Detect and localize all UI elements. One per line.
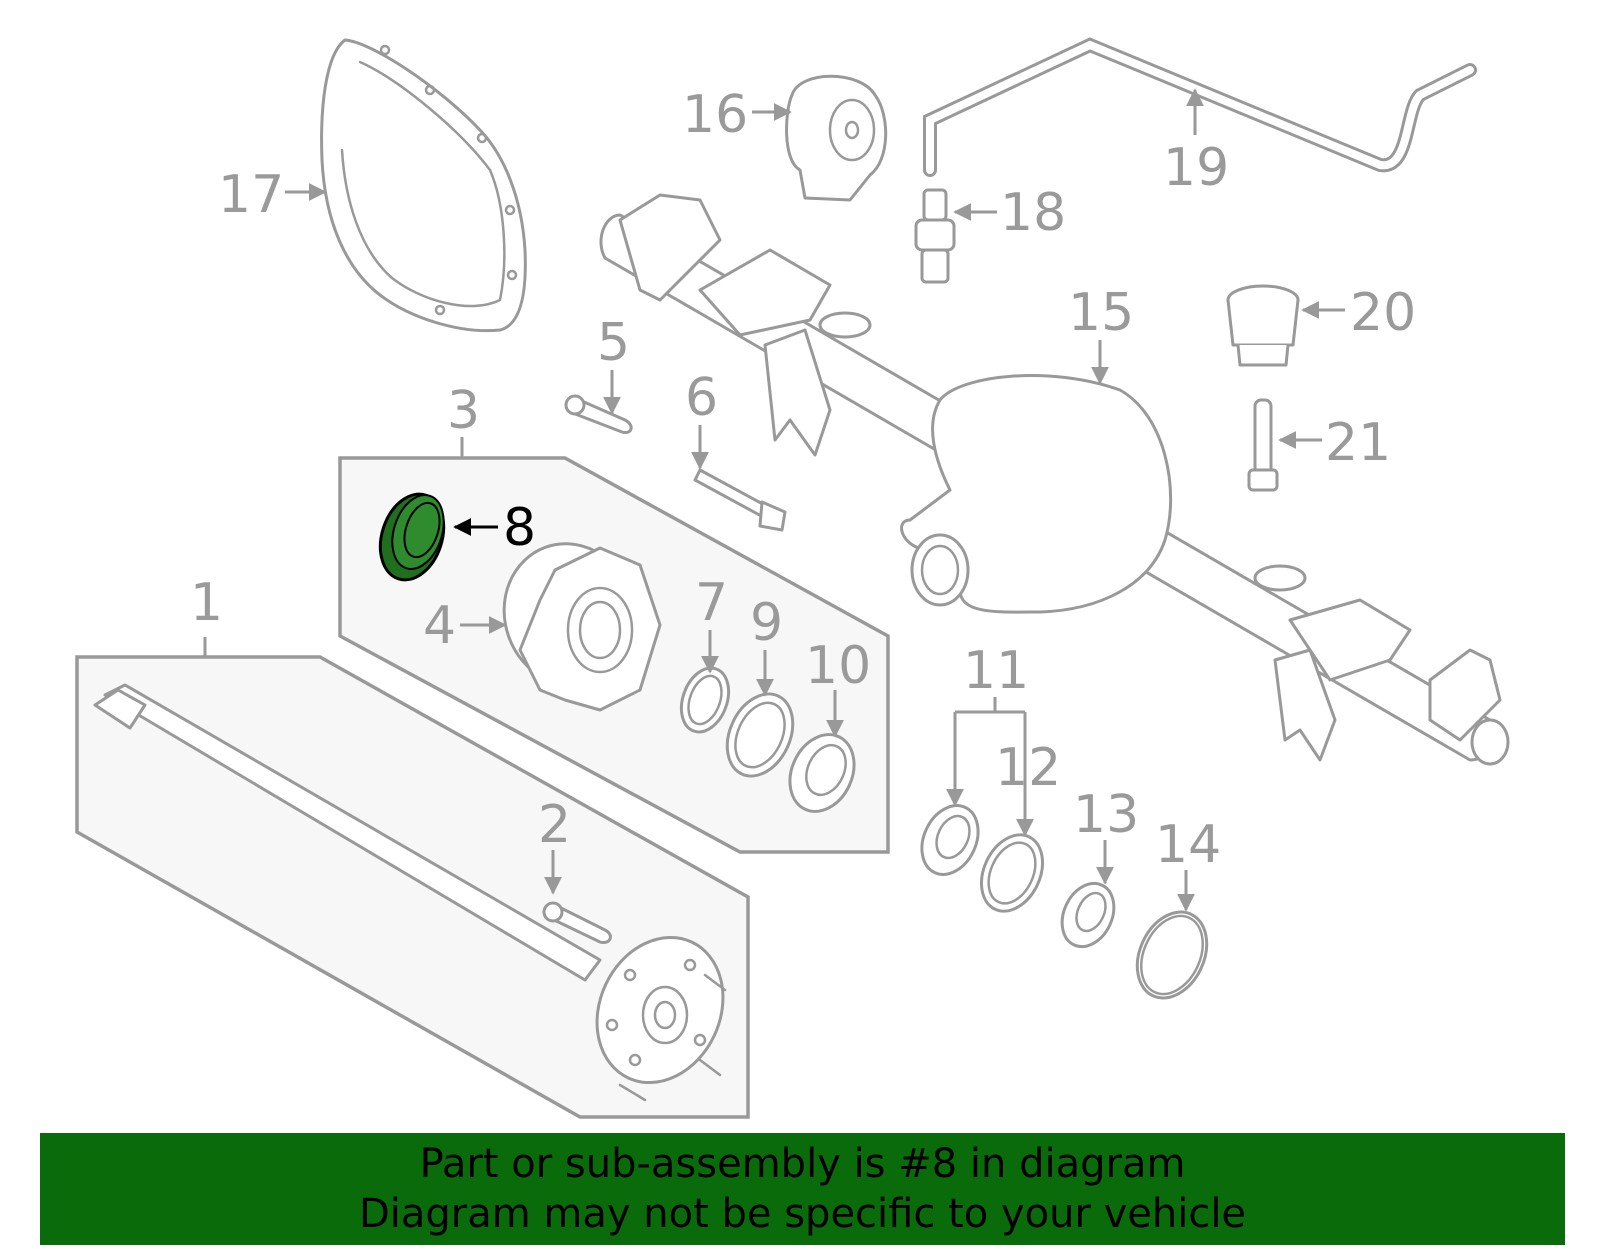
callout-11: 11 xyxy=(963,641,1029,701)
callout-20: 20 xyxy=(1350,283,1416,343)
callout-16: 16 xyxy=(682,85,748,145)
ring-part-12 xyxy=(980,833,1044,913)
seal-part-8-highlighted[interactable] xyxy=(370,486,454,588)
callout-4: 4 xyxy=(423,596,456,656)
callout-13: 13 xyxy=(1073,785,1139,845)
banner-line-2: Diagram may not be specific to your vehi… xyxy=(358,1191,1247,1237)
stud-part-2 xyxy=(542,901,612,945)
banner-line-1: Part or sub-assembly is #8 in diagram xyxy=(419,1141,1186,1187)
ring-part-9 xyxy=(725,692,795,778)
o-ring-part-14 xyxy=(1135,910,1209,1000)
vent-fitting-part-18 xyxy=(914,188,956,284)
leader-11 xyxy=(955,697,1025,714)
bolt-part-21 xyxy=(1247,398,1279,492)
callout-2: 2 xyxy=(538,795,571,855)
callout-14: 14 xyxy=(1155,815,1221,875)
callout-17: 17 xyxy=(218,165,284,225)
seal-part-11 xyxy=(920,804,980,876)
callout-7: 7 xyxy=(695,573,728,633)
plug-part-20 xyxy=(1226,284,1300,367)
callout-3: 3 xyxy=(447,381,480,441)
callout-10: 10 xyxy=(805,636,871,696)
callout-6: 6 xyxy=(685,368,718,428)
info-banner: Part or sub-assembly is #8 in diagram Di… xyxy=(40,1133,1565,1245)
callout-5: 5 xyxy=(597,313,630,373)
callout-15: 15 xyxy=(1068,283,1134,343)
pin-part-5 xyxy=(564,394,633,435)
diff-cover-part-17 xyxy=(320,38,527,333)
callout-1: 1 xyxy=(190,573,223,633)
callout-12: 12 xyxy=(995,738,1061,798)
seal-part-13 xyxy=(1060,881,1116,949)
ring-part-7 xyxy=(679,666,731,734)
vent-tube-inner xyxy=(926,40,1474,174)
callout-21: 21 xyxy=(1325,413,1391,473)
callout-19: 19 xyxy=(1163,138,1229,198)
axle-shaft-part-1 xyxy=(93,683,727,1102)
bolt-part-6 xyxy=(693,468,787,532)
callout-8[interactable]: 8 xyxy=(503,498,536,558)
axle-housing-part-15 xyxy=(599,193,1510,766)
callout-18: 18 xyxy=(1000,183,1066,243)
callout-9: 9 xyxy=(750,593,783,653)
mount-part-16 xyxy=(785,74,888,202)
hub-part-4 xyxy=(502,542,662,712)
